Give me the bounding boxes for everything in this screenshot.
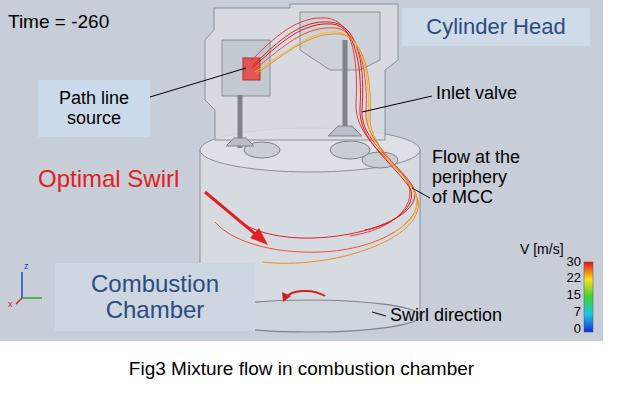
label-box: Cylinder Head xyxy=(402,8,590,46)
axis-line xyxy=(21,272,23,298)
box-text: Cylinder Head xyxy=(426,15,565,39)
annotation-label: Inlet valve xyxy=(436,84,576,104)
leader-line xyxy=(362,96,432,112)
leader-line xyxy=(412,188,430,198)
annotation-label: x xyxy=(8,300,20,310)
annotation-label: 7 xyxy=(541,305,581,319)
axis-line xyxy=(22,297,42,299)
axis-line xyxy=(16,298,22,304)
annotation-label: 0 xyxy=(541,322,581,336)
annotation-label: Swirl direction xyxy=(390,306,550,326)
leader-line xyxy=(372,312,386,316)
annotation-label: Flow at the periphery of MCC xyxy=(432,148,524,207)
inlet-valve-stem xyxy=(343,40,348,135)
swirl-arc xyxy=(286,291,325,298)
path-line xyxy=(228,22,415,238)
render-background xyxy=(0,0,603,341)
annotation-label: z xyxy=(24,262,36,272)
inlet-valve-head xyxy=(328,126,362,136)
arrow-head xyxy=(250,228,268,245)
valve-head xyxy=(226,138,254,146)
annotation-label: 15 xyxy=(541,288,581,302)
annotation-label: Optimal Swirl xyxy=(38,166,238,192)
path-line xyxy=(252,24,412,230)
annotation-label: 22 xyxy=(541,271,581,285)
annotation-label: V [m/s] xyxy=(520,242,600,257)
annotation-label: 30 xyxy=(541,255,581,269)
label-box: Path line source xyxy=(38,80,150,137)
annotation-label: Time = -260 xyxy=(8,12,168,33)
arrow-head xyxy=(282,292,291,302)
path-line xyxy=(215,28,417,252)
intake-runner xyxy=(300,12,380,70)
box-text: Path line source xyxy=(38,89,150,129)
path-line xyxy=(256,34,418,263)
label-box: Combustion Chamber xyxy=(55,263,255,331)
path-line xyxy=(255,32,417,232)
pointer-arrow xyxy=(205,192,260,238)
leader-line xyxy=(150,68,246,97)
box-text: Combustion Chamber xyxy=(55,271,255,324)
color-bar xyxy=(584,262,593,332)
figure-caption: Fig3 Mixture flow in combustion chamber xyxy=(0,359,603,380)
path-line xyxy=(250,18,410,236)
